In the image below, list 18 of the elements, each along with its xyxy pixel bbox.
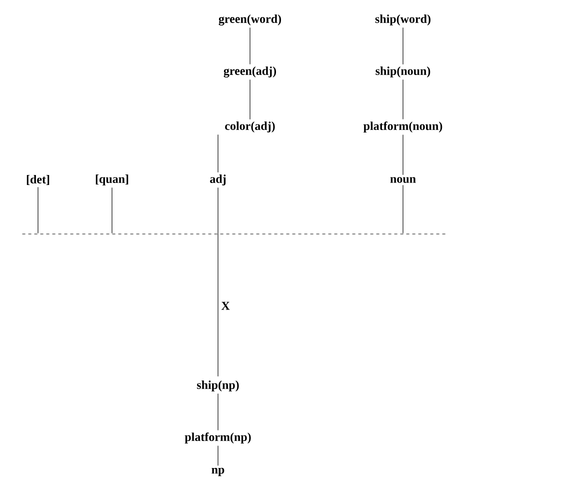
node-label: platform(noun) [364, 121, 442, 132]
node-label: np [212, 468, 224, 476]
connector-line [402, 79, 404, 120]
node-label: ship(np) [197, 380, 239, 392]
node-label: color(adj) [225, 122, 275, 132]
node-label: ship(word) [375, 14, 430, 26]
node-label: green(adj) [224, 66, 276, 78]
connector-line [402, 134, 404, 176]
node-label: [quan] [96, 174, 128, 186]
connector-line [402, 27, 404, 65]
node-label: [det] [26, 175, 50, 185]
node-label: green(word) [218, 14, 282, 26]
node-label: ship(noun) [376, 66, 430, 78]
node-label: noun [390, 177, 416, 183]
node-label: platform(np) [184, 432, 251, 444]
edge-label: X [221, 302, 230, 310]
connector-line [402, 184, 404, 234]
node-label: adj [210, 174, 226, 186]
